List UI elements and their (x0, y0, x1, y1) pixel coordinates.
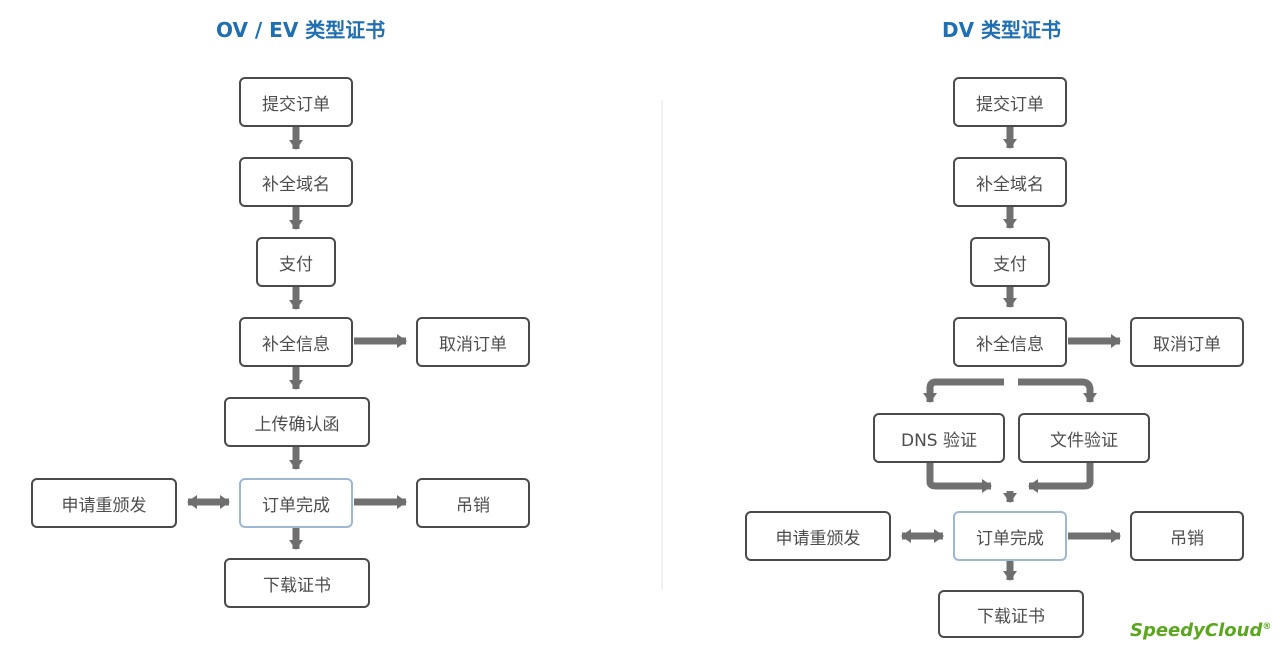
arrow-right-dns-merge (926, 462, 992, 493)
left-box-upload-confirmation: 上传确认函 (224, 397, 370, 447)
right-box-submit-order: 提交订单 (953, 77, 1067, 127)
left-box-complete-info: 补全信息 (239, 317, 353, 367)
right-box-dns-verification: DNS 验证 (873, 413, 1005, 463)
left-box-pay: 支付 (256, 237, 336, 287)
right-box-cancel-order: 取消订单 (1130, 317, 1244, 367)
right-box-pay: 支付 (970, 237, 1050, 287)
right-box-download-certificate: 下载证书 (938, 590, 1084, 638)
speedycloud-logo: SpeedyCloud® (1130, 620, 1271, 641)
left-box-order-complete: 订单完成 (239, 478, 353, 528)
left-box-submit-order: 提交订单 (239, 77, 353, 127)
left-box-complete-domain: 补全域名 (239, 157, 353, 207)
arrow-right-info-file (1018, 378, 1097, 403)
left-box-cancel-order: 取消订单 (416, 317, 530, 367)
registered-mark: ® (1262, 622, 1272, 632)
right-box-order-complete: 订单完成 (953, 511, 1067, 561)
right-box-revoke: 吊销 (1130, 511, 1244, 561)
brand-name: SpeedyCloud (1130, 620, 1263, 641)
right-box-file-verification: 文件验证 (1018, 413, 1150, 463)
title-dv: DV 类型证书 (942, 18, 1062, 42)
arrow-right-file-merge (1028, 462, 1094, 493)
right-box-request-reissue: 申请重颁发 (745, 511, 891, 561)
left-box-revoke: 吊销 (416, 478, 530, 528)
left-box-request-reissue: 申请重颁发 (31, 478, 177, 528)
left-box-download-certificate: 下载证书 (224, 558, 370, 608)
right-box-complete-domain: 补全域名 (953, 157, 1067, 207)
arrow-right-info-dns (923, 378, 1004, 403)
title-ov-ev: OV / EV 类型证书 (216, 18, 386, 42)
right-box-complete-info: 补全信息 (953, 317, 1067, 367)
